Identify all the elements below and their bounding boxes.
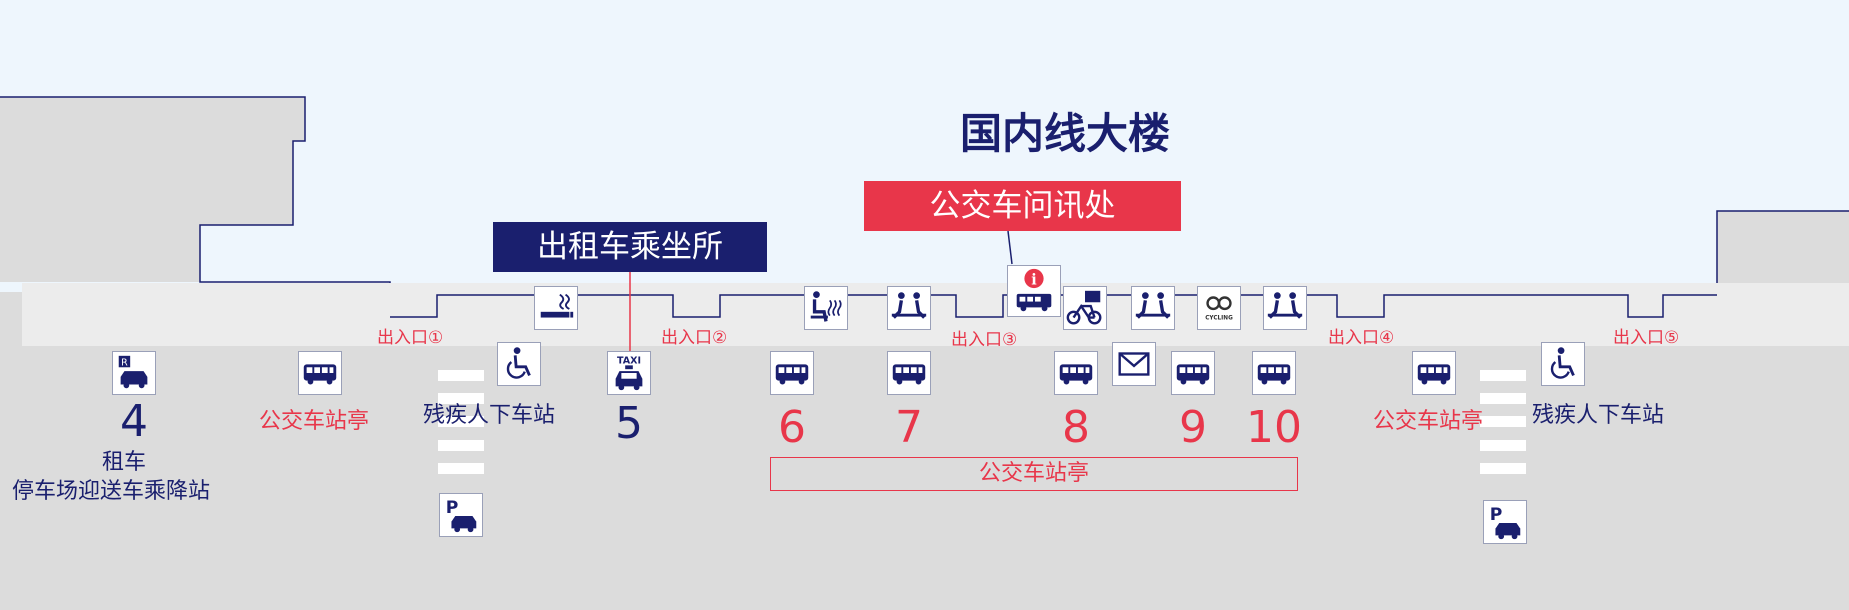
taxi-sign-text: TAXI	[617, 355, 641, 366]
accessible-dropoff-left-label: 残疾人下车站	[423, 403, 556, 428]
stop-4-label: 租车	[101, 450, 146, 475]
left-building	[0, 97, 305, 282]
bench-icon[interactable]	[1263, 286, 1307, 330]
accessible-dropoff-right-label: 残疾人下车站	[1532, 403, 1665, 428]
wheelchair-icon[interactable]	[1541, 342, 1585, 386]
cycling-icon[interactable]: CYCLING	[1197, 286, 1241, 330]
mail-icon[interactable]	[1112, 342, 1156, 386]
crosswalk-stripe	[438, 393, 484, 404]
bus-icon[interactable]	[1171, 351, 1215, 395]
parking-icon[interactable]: P	[1483, 500, 1527, 544]
stop-8-number: 8	[1062, 402, 1090, 453]
crosswalk-stripe	[1480, 393, 1526, 404]
crosswalk-stripe	[1480, 370, 1526, 381]
rental-car-icon[interactable]: R	[112, 351, 156, 395]
wheelchair-icon[interactable]	[497, 342, 541, 386]
crosswalk-stripe	[1480, 463, 1526, 474]
crosswalk-stripe	[438, 416, 484, 427]
stop-7-number: 7	[895, 402, 923, 453]
exit-3-label: 出入口③	[951, 330, 1018, 350]
stop-4-sublabel: 停车场迎送车乘降站	[12, 479, 211, 504]
crosswalk-stripe	[1480, 416, 1526, 427]
crosswalk-stripe	[438, 440, 484, 451]
bus-icon[interactable]	[298, 351, 342, 395]
svg-text:R: R	[121, 357, 128, 368]
exit-1-label: 出入口①	[377, 328, 444, 348]
bus-stand-right-label: 公交车站亭	[1373, 409, 1484, 434]
terminal-walkway	[22, 283, 1849, 346]
stop-4-number: 4	[120, 396, 148, 447]
exit-5-label: 出入口⑤	[1613, 328, 1680, 348]
stop-5-number: 5	[615, 398, 643, 449]
bus-icon[interactable]	[1054, 351, 1098, 395]
bus-icon[interactable]	[1412, 351, 1456, 395]
bike-share-icon[interactable]	[1063, 286, 1107, 330]
exit-2-label: 出入口②	[661, 328, 728, 348]
terminal-title: 国内线大楼	[960, 109, 1171, 158]
bus-stand-left-label: 公交车站亭	[259, 409, 370, 434]
parking-icon[interactable]: P	[439, 493, 483, 537]
bus-icon[interactable]	[1252, 351, 1296, 395]
building-frontage	[390, 294, 1717, 318]
crosswalk-stripe	[1480, 440, 1526, 451]
exit-4-label: 出入口④	[1328, 328, 1395, 348]
info-bus-icon[interactable]: i	[1007, 265, 1061, 317]
taxi-icon[interactable]: TAXI	[607, 351, 651, 395]
crosswalk-stripe	[438, 463, 484, 474]
taxi-stand-banner: 出租车乘坐所	[493, 222, 767, 272]
svg-text:i: i	[1031, 271, 1037, 288]
stop-6-number: 6	[778, 402, 806, 453]
bus-stop-group-label: 公交车站亭	[770, 457, 1298, 491]
waiting-seat-icon[interactable]	[804, 286, 848, 330]
bus-icon[interactable]	[887, 351, 931, 395]
svg-text:P: P	[446, 498, 459, 518]
bench-icon[interactable]	[887, 286, 931, 330]
cycling-sign-text: CYCLING	[1205, 315, 1233, 321]
stop-10-number: 10	[1246, 402, 1302, 453]
crosswalk-stripe	[438, 370, 484, 381]
svg-text:P: P	[1490, 505, 1503, 525]
stop-9-number: 9	[1179, 402, 1207, 453]
smoking-area-icon[interactable]	[534, 286, 578, 330]
bench-icon[interactable]	[1131, 286, 1175, 330]
bus-icon[interactable]	[770, 351, 814, 395]
bus-info-banner: 公交车问讯处	[864, 181, 1181, 231]
